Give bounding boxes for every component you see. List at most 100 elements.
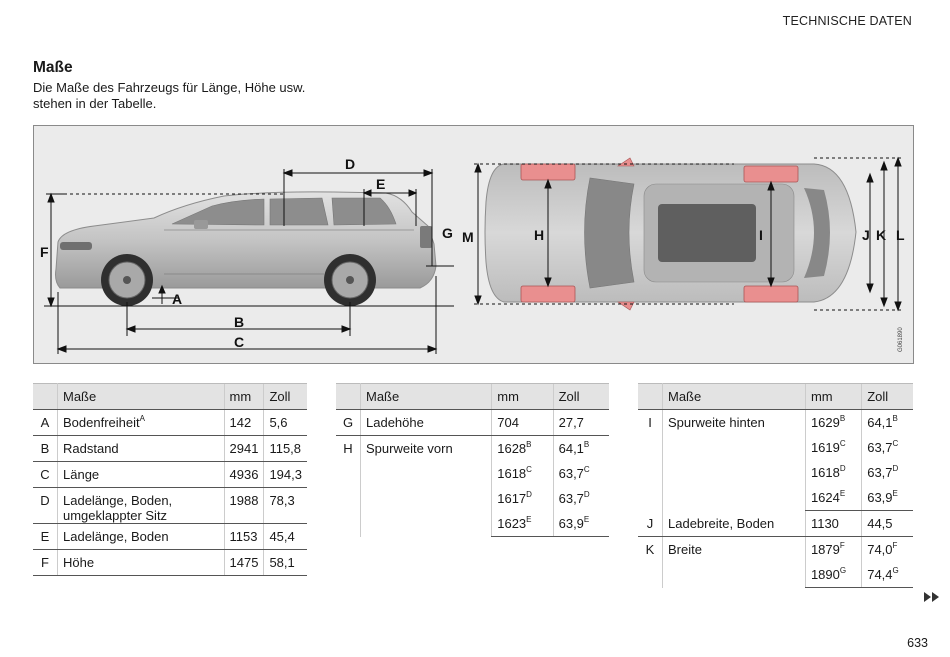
value-zoll: 58,1	[263, 549, 307, 576]
value-zoll: 45,4	[263, 523, 307, 550]
car-top-windshield	[584, 177, 635, 289]
vehicle-dimensions-drawing: D E F G A B C	[40, 156, 905, 354]
front-right-wheel	[520, 285, 576, 303]
value-zoll: 63,7D	[861, 460, 913, 485]
value-mm: 1619C	[804, 435, 862, 460]
dim-label-C: C	[234, 334, 244, 350]
dimension-key: G	[336, 409, 361, 436]
dim-label-A: A	[172, 291, 182, 307]
dimension-key: K	[638, 536, 663, 588]
value-mm: 1628B	[491, 435, 554, 461]
dimension-name: Höhe	[57, 549, 225, 576]
dimension-name: Radstand	[57, 435, 225, 462]
dim-label-F: F	[40, 244, 49, 260]
page-number: 633	[907, 636, 928, 650]
column-header-zoll: Zoll	[552, 383, 609, 410]
rear-left-wheel	[743, 165, 799, 183]
dimension-name: Ladelänge, Boden	[57, 523, 225, 550]
value-mm: 1130	[804, 510, 862, 537]
dimension-key: C	[33, 461, 58, 488]
value-mm: 1988	[223, 487, 264, 524]
dim-label-I: I	[759, 227, 763, 243]
value-zoll: 64,1B	[552, 435, 609, 461]
dim-label-J: J	[862, 227, 870, 243]
dimensions-figure: D E F G A B C	[33, 125, 914, 364]
value-zoll: 63,9E	[861, 485, 913, 511]
column-header-mm: mm	[491, 383, 554, 410]
dim-label-G: G	[442, 225, 453, 241]
dimension-key: B	[33, 435, 58, 462]
column-header-name: Maße	[360, 383, 492, 410]
column-header-mm: mm	[804, 383, 862, 410]
double-triangle-right-icon[interactable]	[924, 591, 940, 603]
dimension-name: Ladebreite, Boden	[662, 510, 806, 537]
dim-label-D: D	[345, 156, 355, 172]
dimension-name: Spurweite vorn	[366, 441, 453, 456]
car-taillight	[420, 226, 432, 248]
dim-label-L: L	[896, 227, 905, 243]
intro-text: Die Maße des Fahrzeugs für Länge, Höhe u…	[33, 80, 306, 111]
rear-wheel	[324, 254, 376, 306]
value-zoll: 63,7C	[861, 435, 913, 460]
value-zoll: 78,3	[263, 487, 307, 524]
value-zoll: 63,7C	[552, 461, 609, 486]
car-top-sunroof	[658, 204, 756, 262]
dim-label-E: E	[376, 176, 385, 192]
car-side-view	[55, 191, 437, 306]
column-header-key	[336, 383, 361, 410]
column-header-name: Maße	[57, 383, 225, 410]
value-zoll: 74,0F	[861, 536, 913, 562]
dimension-name: Länge	[57, 461, 225, 488]
value-mm: 1617D	[491, 486, 554, 511]
value-mm: 1475	[223, 549, 264, 576]
value-mm: 1890G	[804, 562, 862, 588]
value-zoll: 63,9E	[552, 511, 609, 537]
value-zoll: 64,1B	[861, 409, 913, 435]
dimension-key: E	[33, 523, 58, 550]
dimension-name: Ladehöhe	[360, 409, 492, 436]
value-zoll: 194,3	[263, 461, 307, 488]
dimension-key: A	[33, 409, 58, 436]
section-header-label: TECHNISCHE DATEN	[782, 14, 912, 28]
column-header-mm: mm	[223, 383, 264, 410]
value-mm: 1879F	[804, 536, 862, 562]
column-header-zoll: Zoll	[861, 383, 913, 410]
car-top-rear-window	[804, 188, 830, 278]
dimension-name: Breite	[668, 542, 702, 557]
value-zoll: 74,4G	[861, 562, 913, 588]
car-headlight	[60, 242, 92, 250]
value-zoll: 27,7	[552, 409, 609, 436]
value-zoll: 63,7D	[552, 486, 609, 511]
value-mm: 4936	[223, 461, 264, 488]
value-mm: 1623E	[491, 511, 554, 537]
dimension-key: I	[638, 409, 663, 511]
value-zoll: 44,5	[861, 510, 913, 537]
value-zoll: 5,6	[263, 409, 307, 436]
right-mirror	[617, 301, 635, 311]
column-header-zoll: Zoll	[263, 383, 307, 410]
side-dimension-lines	[44, 169, 454, 354]
car-top-view	[484, 157, 857, 311]
dimension-key: H	[336, 435, 361, 537]
value-mm: 704	[491, 409, 554, 436]
dim-label-H: H	[534, 227, 544, 243]
front-wheel	[101, 254, 153, 306]
column-header-key	[638, 383, 663, 410]
